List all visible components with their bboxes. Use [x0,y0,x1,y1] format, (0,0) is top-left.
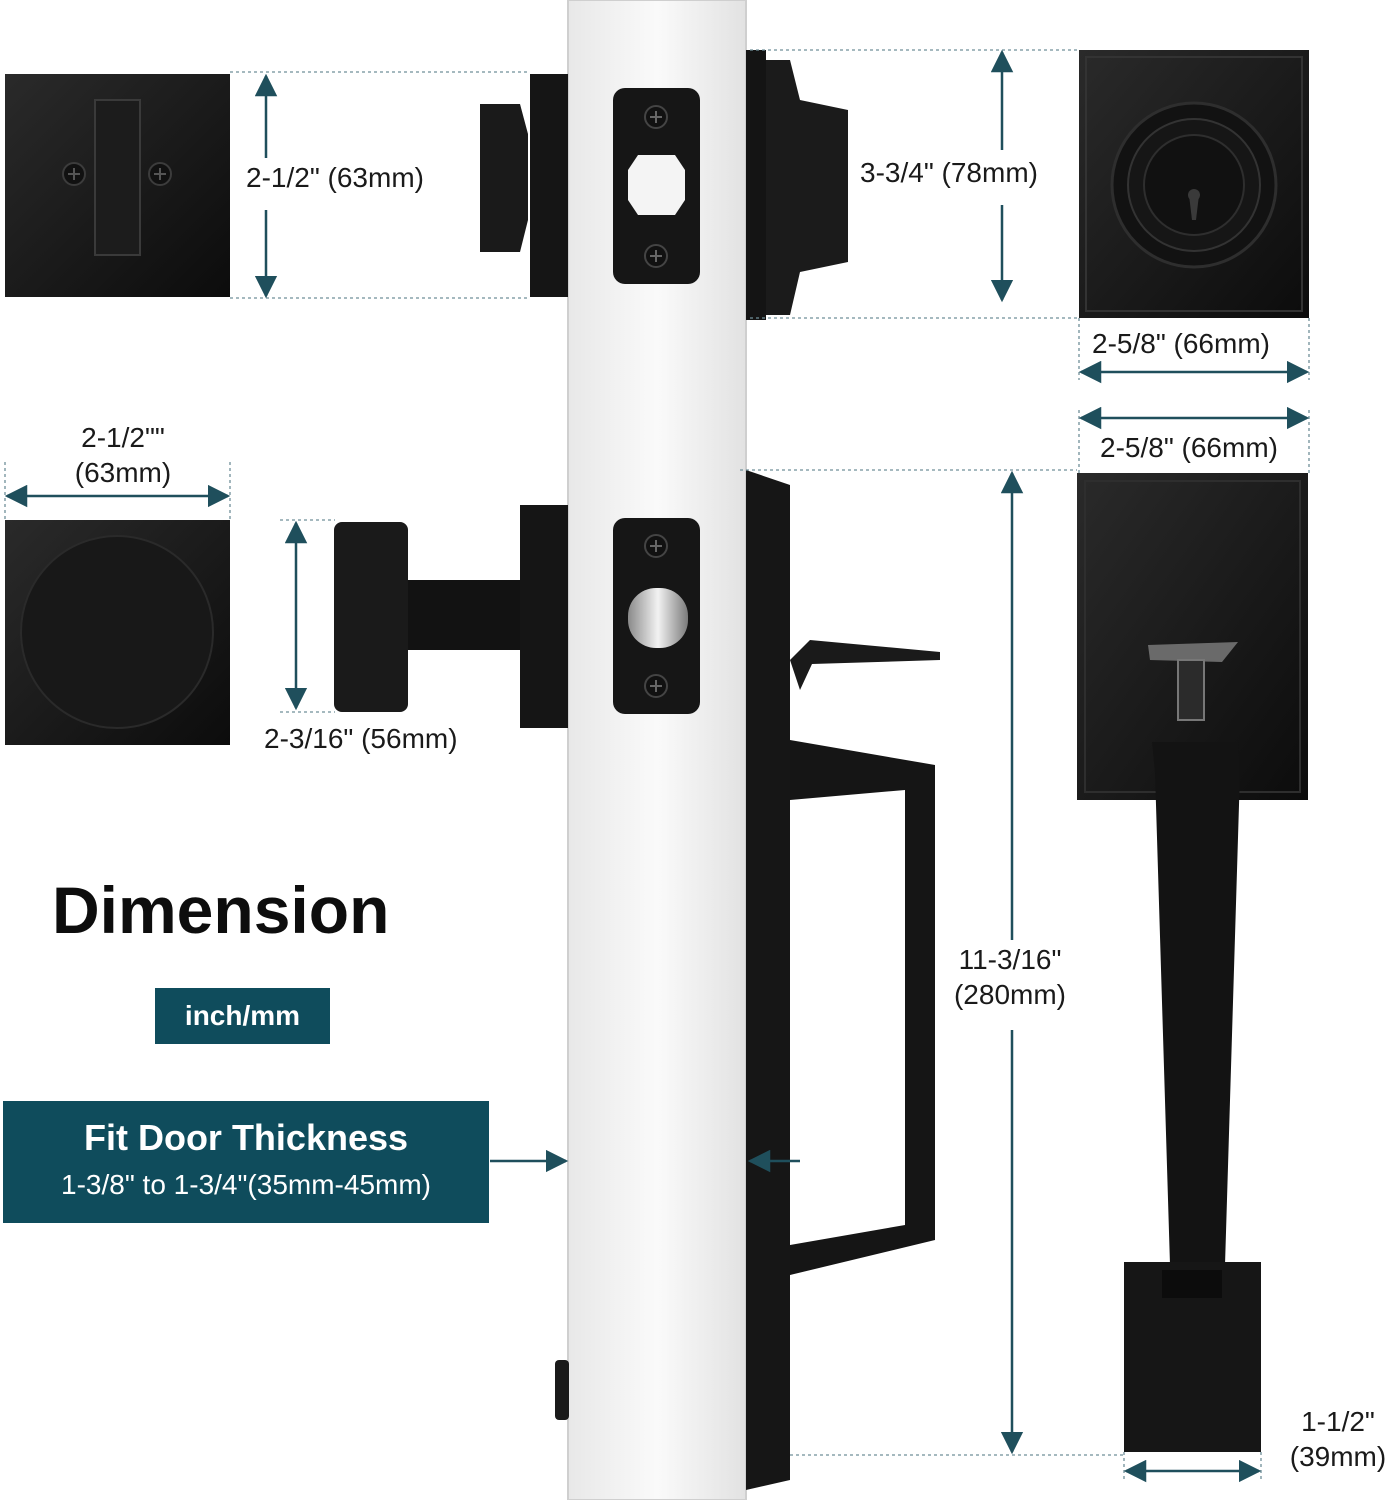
knob-diameter-label: 2-3/16" (56mm) [264,723,458,754]
screw-icon [644,674,668,698]
thumbturn-plate [5,74,230,297]
handleset-front [1077,473,1308,1452]
handle-base-width-inch: 1-1/2" [1301,1406,1375,1437]
knob-width-inch: 2-1/2"" [81,422,165,453]
screw-icon [644,534,668,558]
screw-icon [148,162,172,186]
deadbolt-side-profile [746,50,848,320]
thumb-lever-icon [1148,642,1238,721]
handle-height-inch: 11-3/16" [958,944,1062,975]
knob-side-profile [334,505,568,728]
screw-icon [644,244,668,268]
handleset-side-profile [555,470,940,1490]
deadbolt-width-label: 2-5/8" (66mm) [1092,328,1270,359]
knob-rosette [5,520,230,745]
screw-icon [644,105,668,129]
thumbturn-height-label: 2-1/2" (63mm) [246,162,424,193]
knob-width-mm: (63mm) [74,457,172,488]
dimension-arrows [4,49,1310,1483]
thumbturn-side-profile [480,74,568,297]
fit-door-thickness-box: Fit Door Thickness 1-3/8" to 1-3/4"(35mm… [3,1101,489,1223]
handle-base-width-mm: (39mm) [1289,1441,1387,1472]
latch-strike-plate [613,518,700,714]
deadbolt-front-plate [1079,50,1309,318]
handle-top-width-label: 2-5/8" (66mm) [1100,432,1278,463]
deadbolt-height-label: 3-3/4" (78mm) [860,157,1038,188]
knob-width-label: 2-1/2"" (63mm) [58,420,188,490]
screw-icon [62,162,86,186]
handle-height-mm: (280mm) [953,979,1066,1010]
deadbolt-strike-plate [613,88,700,284]
page-title: Dimension [52,873,390,947]
handle-height-label: 11-3/16" (280mm) [940,942,1080,1012]
unit-badge: inch/mm [155,988,330,1044]
handle-base-width-label: 1-1/2" (39mm) [1282,1404,1394,1474]
fit-door-title: Fit Door Thickness [83,1117,409,1158]
fit-door-range: 1-3/8" to 1-3/4"(35mm-45mm) [61,1169,431,1200]
key-cylinder-icon [1110,101,1278,269]
